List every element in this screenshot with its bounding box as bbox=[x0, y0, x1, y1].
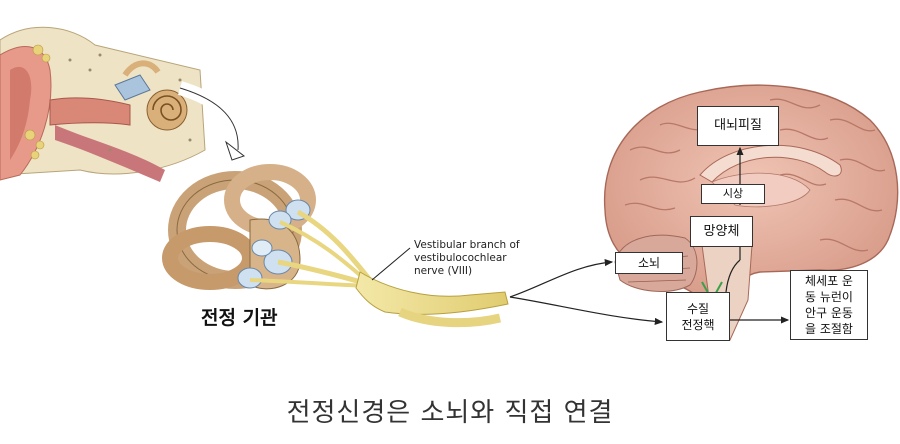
vestibular-nuclei-line: 전정핵 bbox=[681, 317, 715, 332]
nerve-projection-arrows bbox=[509, 258, 664, 326]
nerve-label-line: Vestibular branch of bbox=[414, 239, 520, 251]
nerve-label-line: vestibulocochlear bbox=[414, 252, 507, 264]
motor-neuron-line: 동 뉴런이 bbox=[805, 290, 853, 304]
motor-neuron-box: 체세포 운 동 뉴런이 안구 운동 을 조절함 bbox=[790, 270, 868, 340]
diagram-caption: 전정신경은 소뇌와 직접 연결 bbox=[286, 398, 614, 428]
vestibular-apparatus bbox=[162, 164, 509, 328]
motor-neuron-line: 안구 운동 bbox=[805, 306, 853, 320]
nerve-label: Vestibular branch of vestibulocochlear n… bbox=[414, 239, 554, 278]
ear-illustration bbox=[0, 26, 246, 182]
nerve-label-line: nerve (VIII) bbox=[414, 265, 473, 277]
cerebellum-box: 소뇌 bbox=[615, 252, 683, 274]
vestibular-nuclei-line: 수질 bbox=[686, 301, 710, 316]
motor-neuron-line: 체세포 운 bbox=[805, 274, 853, 288]
reticular-formation-box: 망양체 bbox=[690, 216, 753, 247]
vestibular-nuclei-box: 수질 전정핵 bbox=[666, 292, 730, 341]
cortex-box: 대뇌피질 bbox=[697, 106, 779, 146]
thalamus-box: 시상 bbox=[701, 184, 765, 204]
motor-neuron-line: 을 조절함 bbox=[805, 322, 853, 336]
vestibular-organ-label: 전정 기관 bbox=[201, 307, 278, 329]
